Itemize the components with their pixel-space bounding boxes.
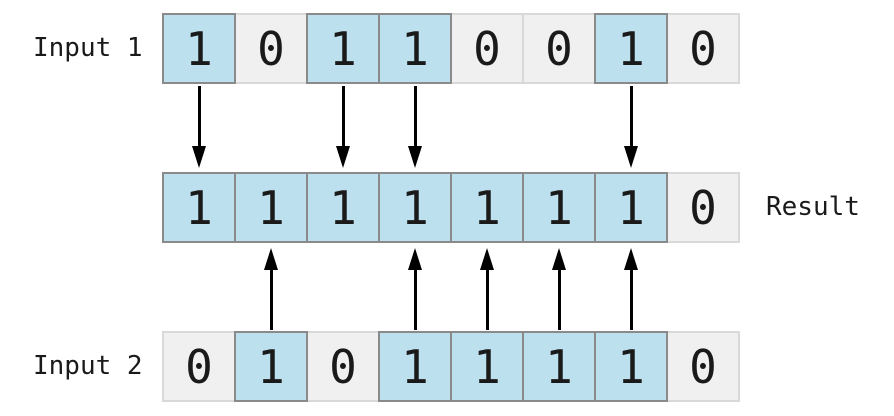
bit-cell-input2-5: 1 <box>522 331 596 402</box>
bit-cell-result-6: 1 <box>594 172 668 243</box>
arrow-shaft <box>413 268 417 330</box>
bit-cell-input2-1: 1 <box>234 331 308 402</box>
arrow-shaft <box>485 268 489 330</box>
up-arrow-icon <box>408 248 422 330</box>
up-arrow-icon <box>264 248 278 330</box>
arrow-shaft <box>629 86 633 148</box>
arrow-head <box>624 248 638 270</box>
bit-cell-input1-7: 0 <box>666 13 740 84</box>
arrow-head <box>408 146 422 168</box>
bit-cell-input2-2: 0 <box>306 331 380 402</box>
arrow-head <box>336 146 350 168</box>
bit-cell-result-7: 0 <box>666 172 740 243</box>
arrow-shaft <box>269 268 273 330</box>
down-arrow-icon <box>624 86 638 168</box>
bit-cell-input1-6: 1 <box>594 13 668 84</box>
bit-cell-result-4: 1 <box>450 172 524 243</box>
bit-cell-input2-0: 0 <box>162 331 236 402</box>
bit-cell-input2-3: 1 <box>378 331 452 402</box>
arrow-shaft <box>341 86 345 148</box>
bit-cell-input1-1: 0 <box>234 13 308 84</box>
bit-cell-input2-6: 1 <box>594 331 668 402</box>
bit-cell-result-2: 1 <box>306 172 380 243</box>
bit-cell-result-1: 1 <box>234 172 308 243</box>
bit-cell-input2-4: 1 <box>450 331 524 402</box>
arrow-shaft <box>197 86 201 148</box>
result-label: Result <box>766 192 860 222</box>
arrow-head <box>264 248 278 270</box>
arrow-shaft <box>413 86 417 148</box>
bit-cell-input2-7: 0 <box>666 331 740 402</box>
arrow-head <box>624 146 638 168</box>
down-arrow-icon <box>336 86 350 168</box>
input1-label: Input 1 <box>33 33 143 63</box>
arrow-shaft <box>557 268 561 330</box>
bit-cell-input1-5: 0 <box>522 13 596 84</box>
bit-cell-input1-4: 0 <box>450 13 524 84</box>
bit-cell-input1-2: 1 <box>306 13 380 84</box>
arrow-shaft <box>629 268 633 330</box>
up-arrow-icon <box>552 248 566 330</box>
arrow-head <box>480 248 494 270</box>
bit-cell-result-0: 1 <box>162 172 236 243</box>
bit-cell-result-3: 1 <box>378 172 452 243</box>
down-arrow-icon <box>192 86 206 168</box>
bit-cell-result-5: 1 <box>522 172 596 243</box>
arrow-head <box>552 248 566 270</box>
arrow-head <box>408 248 422 270</box>
down-arrow-icon <box>408 86 422 168</box>
input2-label: Input 2 <box>33 351 143 381</box>
arrow-head <box>192 146 206 168</box>
bit-cell-input1-0: 1 <box>162 13 236 84</box>
bit-cell-input1-3: 1 <box>378 13 452 84</box>
up-arrow-icon <box>480 248 494 330</box>
up-arrow-icon <box>624 248 638 330</box>
